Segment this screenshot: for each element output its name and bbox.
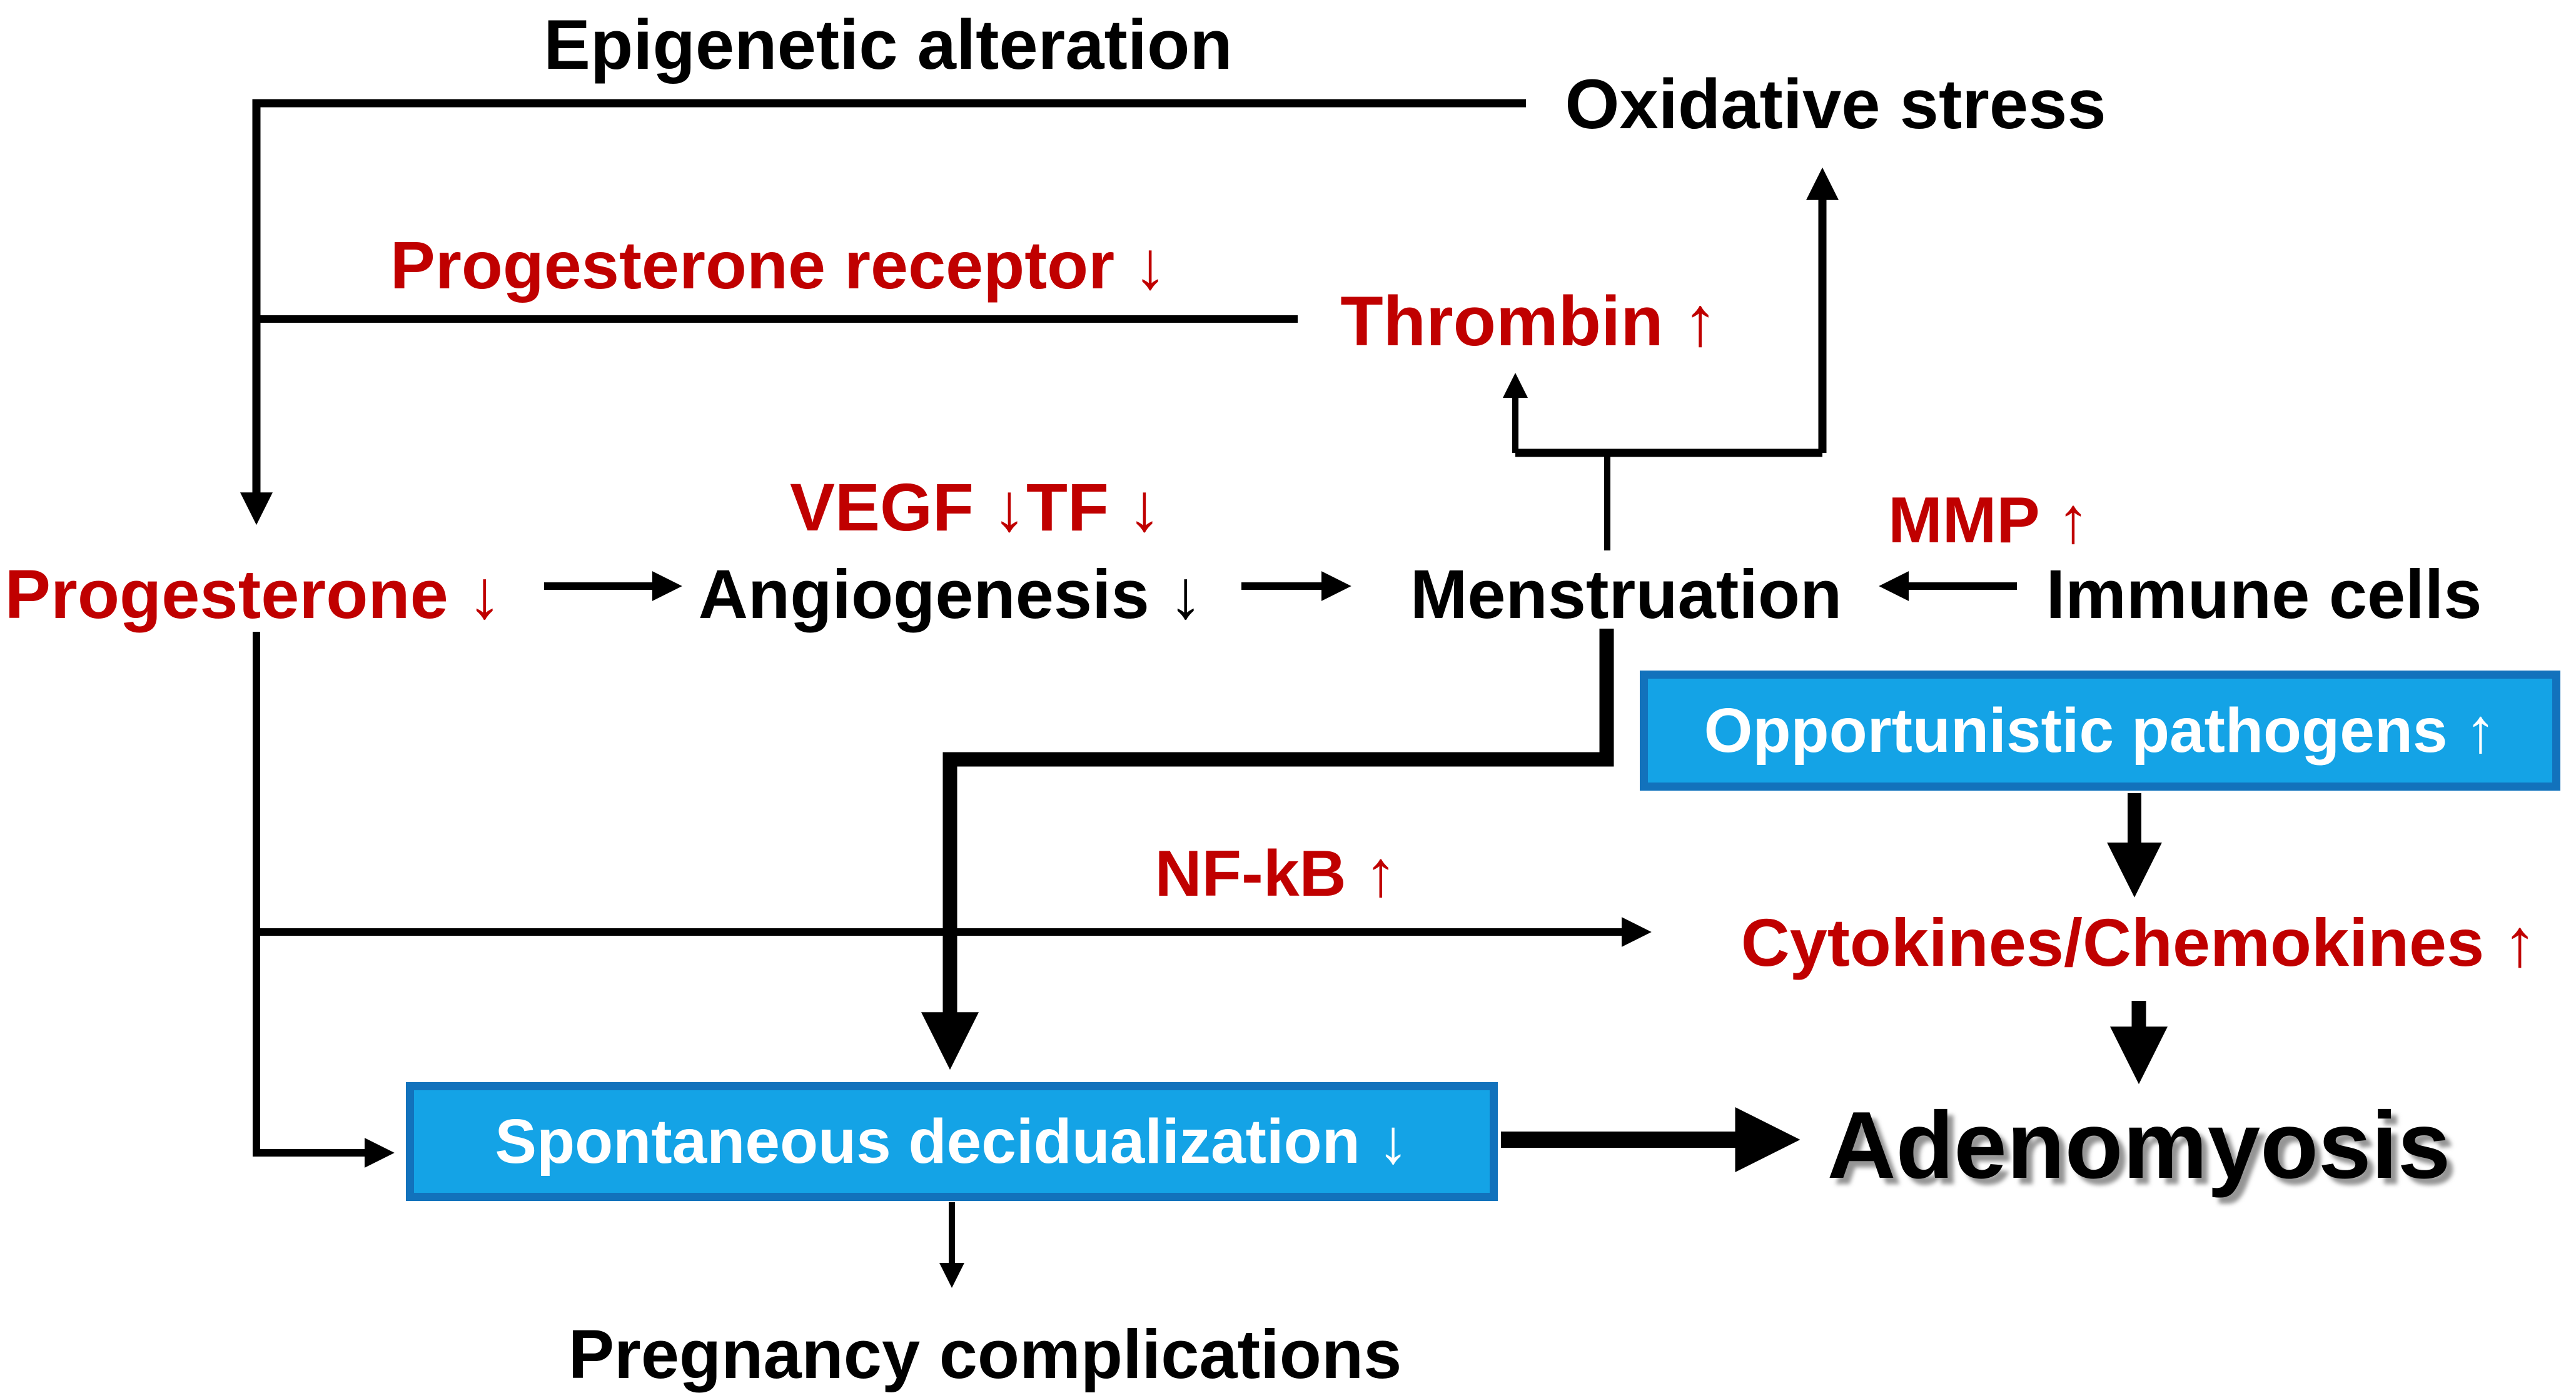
up-arrow-glyph: ↑ [1364, 838, 1397, 910]
up-arrow-glyph: ↑ [2465, 695, 2497, 766]
node-cytokines-chemokines: Cytokines/Chemokines ↑ [1740, 904, 2537, 980]
node-angiogenesis: Angiogenesis ↓ [698, 556, 1203, 633]
down-arrow-glyph: ↓ [1377, 1106, 1409, 1177]
node-progesterone: Progesterone ↓ [4, 556, 502, 633]
box-opportunistic-pathogens: Opportunistic pathogens ↑ [1640, 671, 2560, 791]
down-arrow-glyph: ↓ [993, 469, 1027, 545]
box-opportunistic-pathogens-label: Opportunistic pathogens ↑ [1704, 695, 2497, 766]
node-progesterone-receptor: Progesterone receptor ↓ [390, 227, 1168, 303]
node-epigenetic-alteration: Epigenetic alteration [543, 6, 1233, 84]
down-arrow-glyph: ↓ [1168, 556, 1203, 633]
arrow-menstruation-to-decidualization [921, 629, 1614, 1070]
node-vegf-tf: VEGF ↓TF ↓ [789, 469, 1162, 545]
arrow-epigenetic-to-progesterone [240, 99, 1526, 525]
box-spontaneous-decidualization-label: Spontaneous decidualization ↓ [495, 1106, 1409, 1177]
down-arrow-glyph: ↓ [1128, 469, 1162, 545]
node-oxidative-stress: Oxidative stress [1565, 65, 2106, 143]
down-arrow-glyph: ↓ [467, 556, 502, 633]
node-nf-kb: NF-kB ↑ [1154, 838, 1397, 910]
node-pregnancy-complications: Pregnancy complications [568, 1316, 1402, 1393]
down-arrow-glyph: ↓ [1133, 227, 1168, 303]
arrow-progesterone-to-decidualization [253, 632, 395, 1168]
box-spontaneous-decidualization: Spontaneous decidualization ↓ [406, 1082, 1498, 1201]
up-arrow-glyph: ↑ [2503, 904, 2537, 980]
node-menstruation: Menstruation [1410, 556, 1842, 633]
up-arrow-glyph: ↑ [1682, 282, 1718, 360]
node-thrombin: Thrombin ↑ [1340, 282, 1718, 360]
up-arrow-glyph: ↑ [2056, 484, 2089, 557]
node-immune-cells: Immune cells [2046, 556, 2482, 633]
node-adenomyosis: Adenomyosis [1827, 1092, 2451, 1198]
node-mmp: MMP ↑ [1888, 484, 2089, 557]
